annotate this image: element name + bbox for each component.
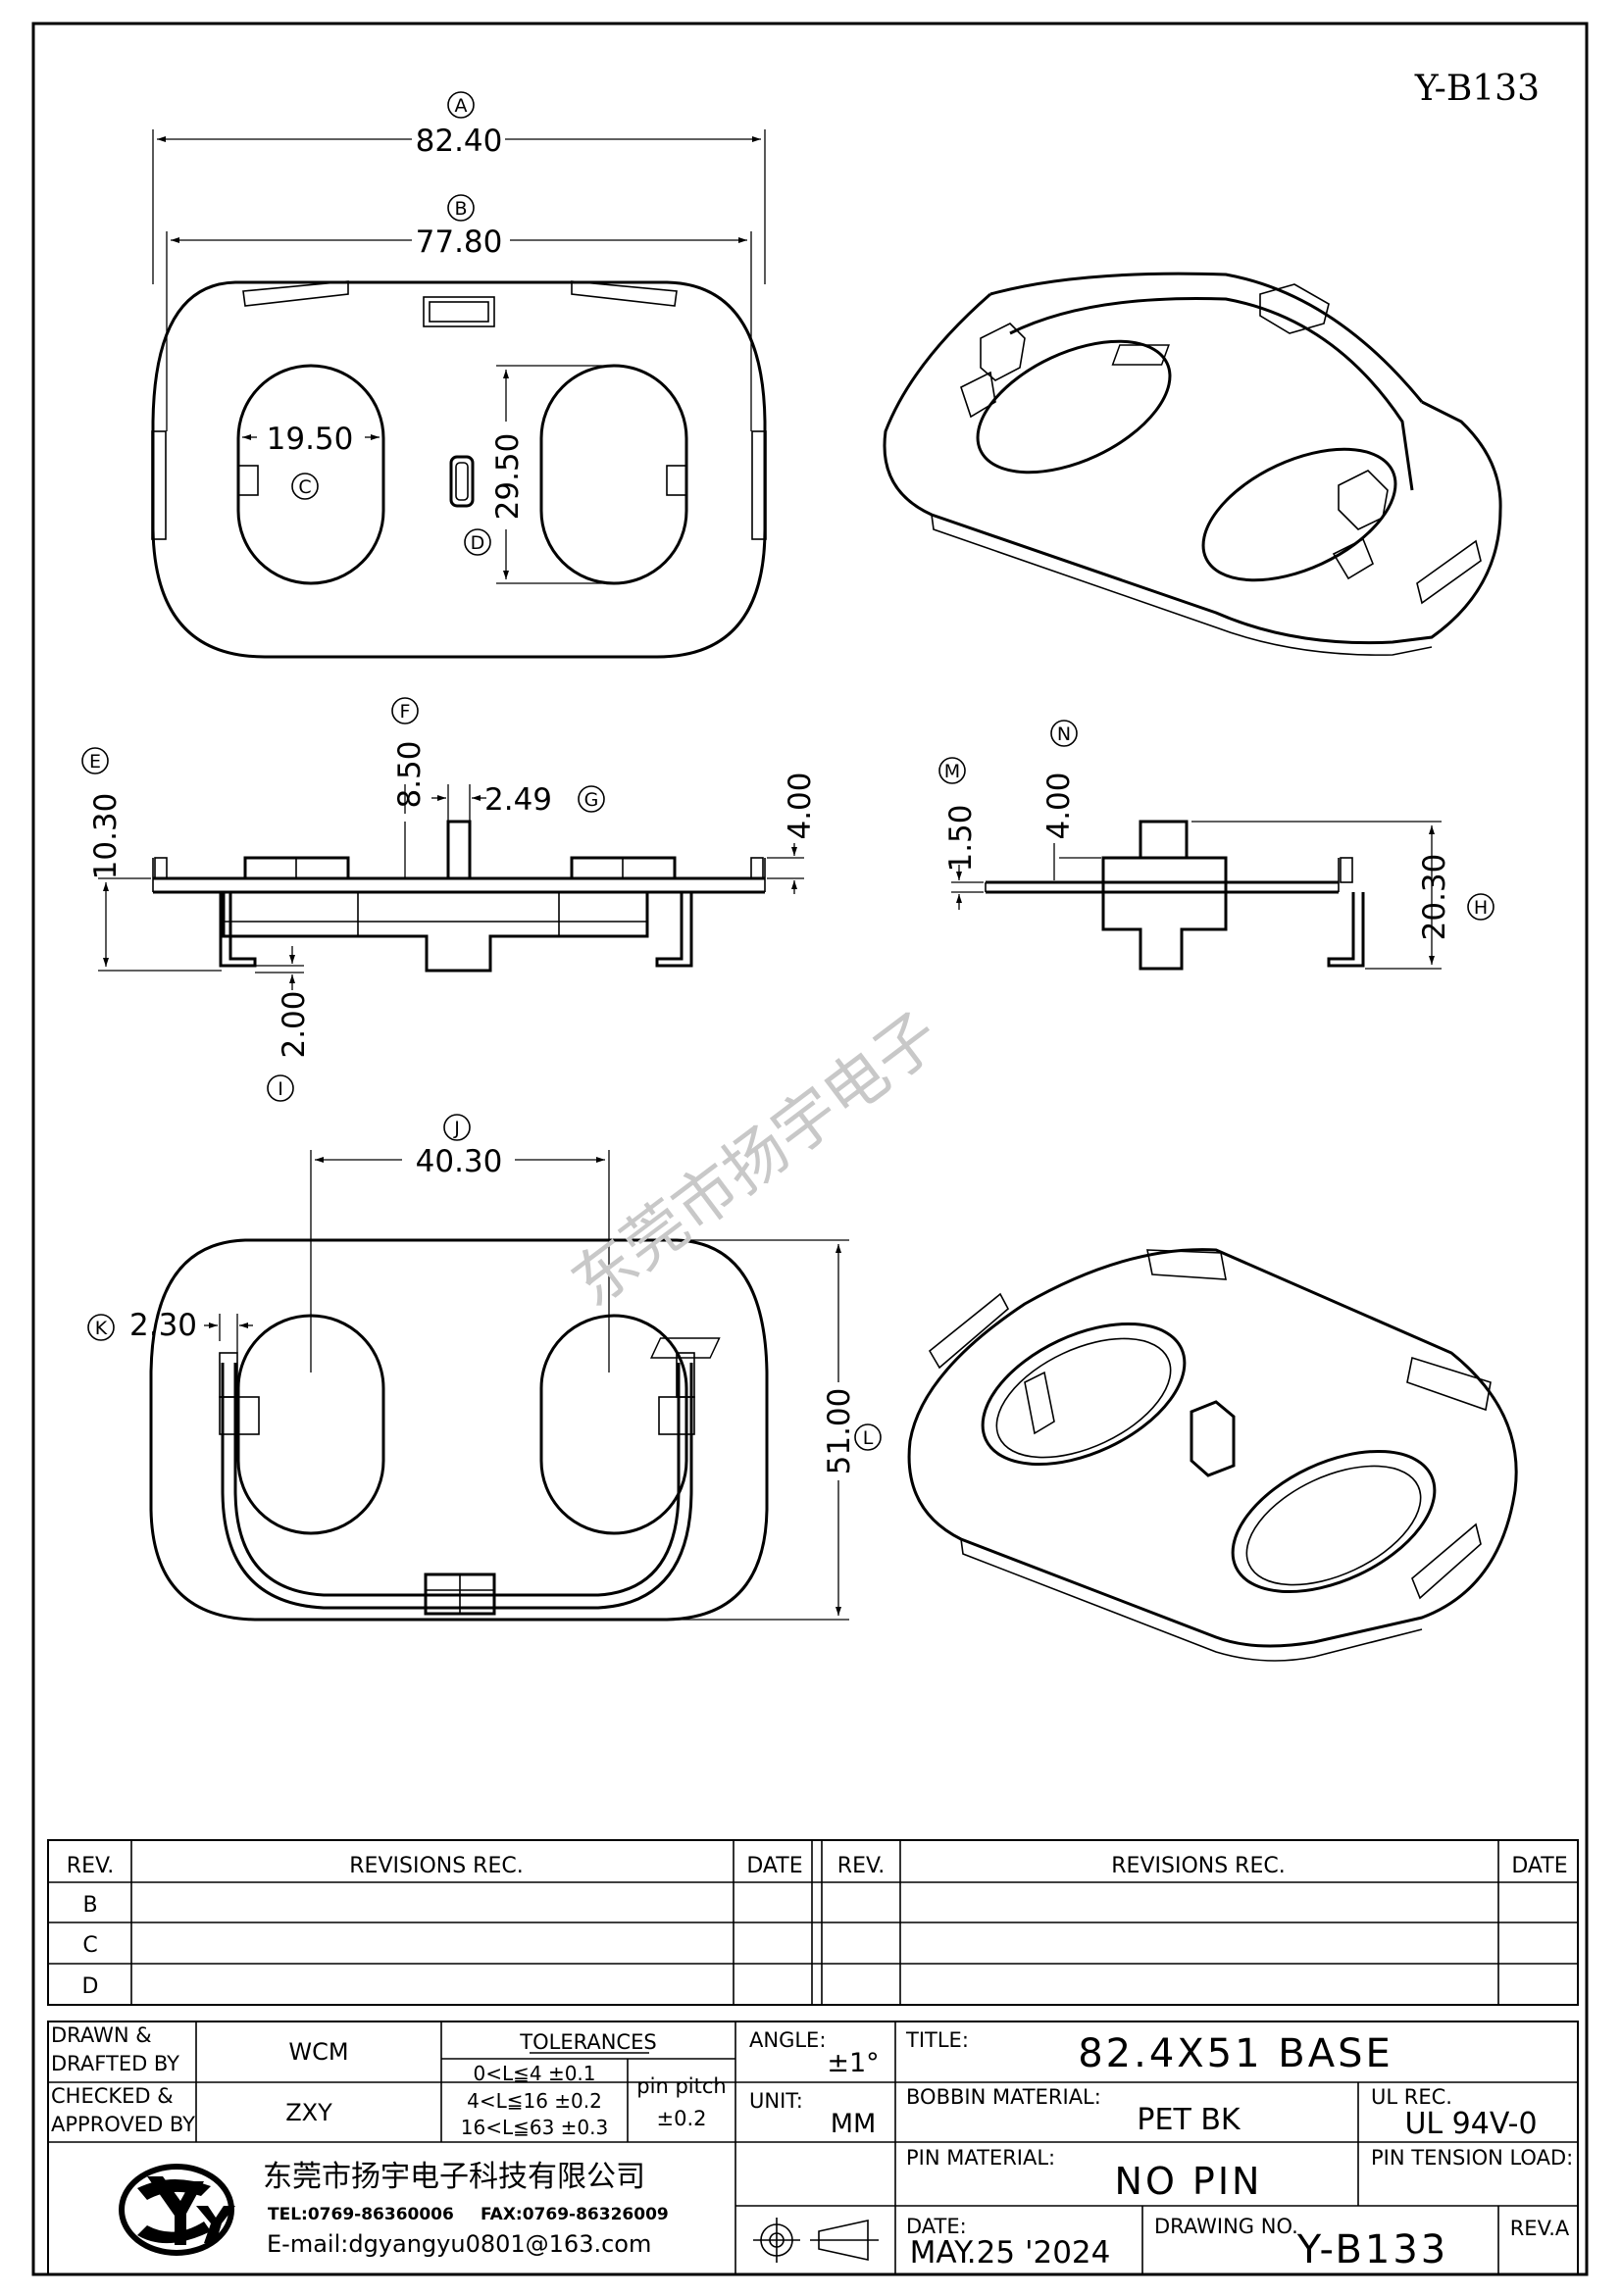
dim-n-value: 4.00 — [1041, 772, 1077, 839]
top-view: 82.40 A 77.80 B 19.50 C 29.50 D — [151, 91, 767, 659]
ul-rec-label: UL REC. — [1371, 2085, 1452, 2109]
dim-d-label: D — [471, 532, 485, 554]
pin-pitch-value: ±0.2 — [657, 2107, 707, 2130]
iso-view-bottom — [649, 1248, 1518, 1662]
angle-value: ±1° — [827, 2048, 879, 2078]
watermark: 东莞市扬宇电子 — [559, 999, 953, 1322]
company-name: 东莞市扬宇电子科技有限公司 — [263, 2160, 645, 2194]
rev-row-d: D — [82, 1974, 99, 1999]
dim-a-label: A — [455, 95, 468, 117]
dim-i-label: I — [278, 1078, 283, 1100]
side-view-front: 10.30 E 8.50 F 2.49 G 4.00 2.00 I — [81, 697, 818, 1102]
tolerance-3: 16<L≦63 ±0.3 — [461, 2116, 608, 2139]
part-number-top: Y-B133 — [1414, 69, 1540, 109]
dim-l-value: 51.00 — [822, 1388, 857, 1475]
drawing-no-label: DRAWING NO. — [1154, 2215, 1298, 2238]
dim-e-value: 10.30 — [88, 793, 124, 880]
date-value: MAY.25 '2024 — [910, 2235, 1111, 2271]
tolerances-header: TOLERANCES — [519, 2030, 656, 2054]
revisions-header-right: REVISIONS REC. — [1111, 1854, 1285, 1878]
dim-j-label: J — [453, 1118, 460, 1139]
dim-h-value: 20.30 — [1417, 854, 1452, 941]
dim-d-value: 29.50 — [490, 433, 526, 521]
dim-i-value: 2.00 — [277, 990, 312, 1058]
drawn-label-1: DRAWN & — [51, 2023, 152, 2047]
drawn-by-value: WCM — [288, 2038, 348, 2066]
unit-label: UNIT: — [749, 2089, 803, 2113]
tolerance-1: 0<L≦4 ±0.1 — [473, 2062, 595, 2085]
dim-side-4-value: 4.00 — [783, 772, 818, 839]
title-label: TITLE: — [905, 2028, 969, 2052]
company-fax: FAX:0769-86326009 — [481, 2205, 669, 2224]
dim-k-value: 2.30 — [129, 1308, 197, 1343]
dim-c-value: 19.50 — [267, 422, 354, 457]
dim-b-value: 77.80 — [416, 225, 503, 260]
dim-j-value: 40.30 — [416, 1144, 503, 1179]
bobbin-material-label: BOBBIN MATERIAL: — [906, 2085, 1101, 2109]
ul-rec-value: UL 94V-0 — [1404, 2107, 1537, 2141]
unit-value: MM — [831, 2109, 877, 2139]
revisions-header-left: REVISIONS REC. — [349, 1854, 523, 1878]
bottom-view: 40.30 J 2.30 K 51.00 L — [87, 1114, 882, 1622]
dim-n-label: N — [1057, 724, 1071, 745]
side-view-end: 1.50 M 4.00 N 20.30 H — [938, 720, 1494, 971]
drawn-label-2: DRAFTED BY — [51, 2052, 179, 2075]
pin-pitch-label: pin pitch — [636, 2074, 726, 2098]
tolerance-2: 4<L≦16 ±0.2 — [467, 2089, 602, 2113]
drawing-no-value: Y-B133 — [1296, 2227, 1448, 2272]
revision-table: REV. REVISIONS REC. DATE REV. REVISIONS … — [47, 1839, 1579, 2006]
projection-symbol-icon — [753, 2218, 879, 2263]
pin-tension-label: PIN TENSION LOAD: — [1371, 2146, 1573, 2170]
rev-header-left: REV. — [67, 1854, 114, 1878]
dim-l-label: L — [863, 1427, 874, 1449]
company-logo — [119, 2164, 235, 2256]
checked-label-1: CHECKED & — [51, 2084, 174, 2108]
dim-b-label: B — [454, 198, 467, 220]
dim-f-value: 8.50 — [392, 740, 428, 808]
checked-label-2: APPROVED BY — [51, 2113, 195, 2136]
rev-row-b: B — [82, 1893, 97, 1918]
title-block: DRAWN & DRAFTED BY WCM CHECKED & APPROVE… — [47, 2021, 1579, 2275]
rev-row-c: C — [82, 1933, 97, 1958]
pin-material-value: NO PIN — [1115, 2160, 1263, 2203]
pin-material-label: PIN MATERIAL: — [906, 2146, 1055, 2170]
title-value: 82.4X51 BASE — [1078, 2031, 1393, 2076]
rev-a-label: REV.A — [1510, 2217, 1570, 2240]
rev-header-right: REV. — [837, 1854, 885, 1878]
dim-k-label: K — [95, 1318, 108, 1339]
bobbin-material-value: PET BK — [1137, 2103, 1241, 2137]
dim-c-label: C — [298, 476, 311, 498]
dim-g-label: G — [584, 789, 599, 811]
angle-label: ANGLE: — [749, 2028, 826, 2052]
dim-a-value: 82.40 — [416, 124, 503, 159]
iso-view-top — [883, 272, 1502, 656]
dim-g-value: 2.49 — [484, 782, 552, 818]
dim-h-label: H — [1474, 897, 1488, 919]
dim-m-value: 1.50 — [943, 804, 979, 872]
company-tel: TEL:0769-86360006 — [268, 2205, 454, 2224]
checked-by-value: ZXY — [285, 2099, 332, 2126]
dim-f-label: F — [400, 701, 411, 723]
date-header-right: DATE — [1511, 1854, 1567, 1878]
dim-e-label: E — [89, 751, 101, 773]
date-header-left: DATE — [746, 1854, 802, 1878]
company-email: E-mail:dgyangyu0801@163.com — [267, 2230, 651, 2258]
date-label: DATE: — [906, 2215, 967, 2238]
dim-m-label: M — [944, 761, 960, 782]
